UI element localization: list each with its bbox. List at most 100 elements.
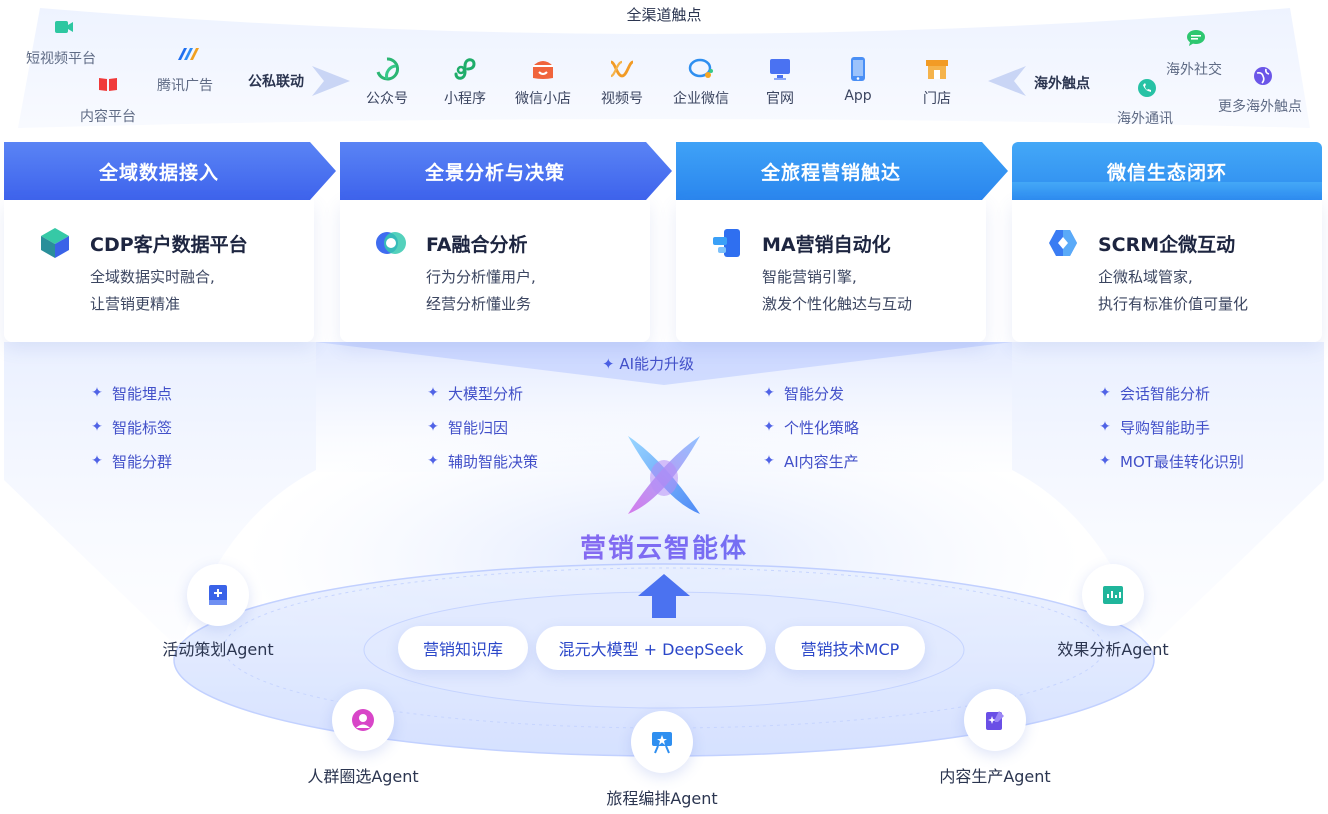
journey-board-icon [652,732,672,754]
sparkle-icon: ✦ [763,385,775,401]
sparkle-icon: ✦ [91,419,103,435]
scrm-diamond-icon [1049,230,1077,256]
ma-automation-icon [713,229,740,257]
store-icon [926,60,948,79]
left-link-label: 公私联动 [248,74,304,90]
pillar-header-shape [1012,142,1322,200]
agent-node-effect[interactable] [1082,564,1144,626]
card-desc-line-1: 企微私域管家, [1098,268,1193,286]
sparkle-icon: ✦ [91,385,103,401]
channel-wecom[interactable]: 企业微信 [661,56,741,108]
wechat-store-icon [533,61,553,79]
sparkle-icon: ✦ [427,453,439,469]
card-desc-line-2: 让营销更精准 [90,295,181,313]
video-account-icon [610,60,634,78]
channel-store[interactable]: 门店 [897,56,977,108]
pill-llm[interactable]: 混元大模型 + DeepSeek [536,626,766,670]
ai-list-ma: ✦智能分发 ✦个性化策略 ✦AI内容生产 [762,376,859,478]
globe-icon [1253,66,1273,90]
card-title: SCRM企微互动 [1098,234,1236,256]
ai-item: ✦个性化策略 [763,418,860,437]
pill-knowledge-base[interactable]: 营销知识库 [398,626,528,670]
card-desc-line-1: 智能营销引擎, [762,268,857,286]
content-platform-icon [98,76,118,96]
pillar-header: 微信生态闭环 [1106,161,1227,184]
agent-node-journey[interactable] [631,711,693,773]
agent-node-activity[interactable] [187,564,249,626]
mini-program-icon [454,58,476,80]
card-title: FA融合分析 [426,234,528,256]
channel-video-account[interactable]: 视频号 [582,56,662,108]
ai-item: ✦智能分发 [763,384,845,403]
agent-logo-icon [628,436,700,514]
overseas-messaging-icon [1137,78,1157,102]
official-account-icon [376,57,400,81]
right-arrow-icon [988,66,1026,100]
pillar-header: 全景分析与决策 [424,161,565,184]
ai-item: ✦智能埋点 [91,384,173,403]
channel-label: 视频号 [601,91,643,107]
sparkle-icon: ✦ [1099,385,1111,401]
wecom-icon [688,58,713,78]
sparkle-icon: ✦ [427,419,439,435]
content-edit-icon [986,711,1004,730]
ai-list-scrm: ✦会话智能分析 ✦导购智能助手 ✦MOT最佳转化识别 [1098,376,1244,478]
sparkle-icon: ✦ [602,355,615,373]
analytics-chart-icon [1103,586,1123,604]
website-monitor-icon [770,59,790,80]
agent-title: 营销云智能体 [0,528,1328,565]
overseas-social-icon [1186,29,1206,51]
audience-target-icon [352,709,374,731]
source-tencent-ads: 腾讯广告 [157,78,213,94]
card-desc-line-2: 经营分析懂业务 [426,295,532,313]
agent-label-effect: 效果分析Agent [1057,640,1169,659]
agent-label-journey: 旅程编排Agent [606,789,718,808]
card-desc-line-2: 激发个性化触达与互动 [762,295,913,313]
agent-label-activity: 活动策划Agent [162,640,274,659]
source-short-video: 短视频平台 [26,51,96,67]
pillar-card-cdp[interactable]: CDP客户数据平台 全域数据实时融合, 让营销更精准 [4,200,314,342]
pill-mcp[interactable]: 营销技术MCP [775,626,925,670]
pillar-card-ma[interactable]: MA营销自动化 智能营销引擎, 激发个性化触达与互动 [676,200,986,342]
ai-item: ✦智能归因 [427,418,509,437]
sparkle-icon: ✦ [763,453,775,469]
ai-upgrade-badge: ✦ AI能力升级 [602,353,694,374]
agent-node-content[interactable] [964,689,1026,751]
card-desc-line-1: 全域数据实时融合, [90,268,215,286]
channel-label: 微信小店 [515,91,571,107]
ai-item: ✦智能标签 [91,418,173,437]
sparkle-icon: ✦ [1099,419,1111,435]
card-desc-line-2: 执行有标准价值可量化 [1098,295,1249,313]
source-overseas-social: 海外社交 [1166,62,1222,78]
video-platform-icon [54,18,74,40]
agent-node-audience[interactable] [332,689,394,751]
channel-label: 门店 [923,91,951,107]
ai-item: ✦辅助智能决策 [427,452,539,471]
tencent-ads-icon [176,46,200,66]
channel-official-account[interactable]: 公众号 [347,56,427,108]
channel-app[interactable]: App [818,56,898,104]
card-desc-line-1: 行为分析懂用户, [426,268,536,286]
fa-analysis-icon [376,232,406,254]
channel-mini-program[interactable]: 小程序 [425,56,505,108]
left-arrow-icon [312,66,350,100]
channel-wechat-store[interactable]: 微信小店 [503,56,583,108]
ai-item: ✦MOT最佳转化识别 [1099,452,1244,471]
channel-band-title: 全渠道触点 [626,6,702,24]
sparkle-icon: ✦ [427,385,439,401]
sparkle-icon: ✦ [1099,453,1111,469]
pillar-header-shape [340,142,672,200]
pillar-card-scrm[interactable]: SCRM企微互动 企微私域管家, 执行有标准价值可量化 [1012,200,1322,342]
source-content-platform: 内容平台 [80,109,136,125]
plan-book-icon [209,585,227,605]
ai-item: ✦导购智能助手 [1099,418,1211,437]
channel-website[interactable]: 官网 [740,56,820,108]
channel-label: 公众号 [366,91,408,107]
ai-item: ✦AI内容生产 [763,452,859,471]
source-more-overseas: 更多海外触点 [1218,99,1302,115]
pillar-card-fa[interactable]: FA融合分析 行为分析懂用户, 经营分析懂业务 [340,200,650,342]
app-phone-icon [851,57,865,81]
cdp-cube-icon [41,228,69,258]
pillar-header-shape [676,142,1008,200]
ai-item: ✦会话智能分析 [1099,384,1211,403]
